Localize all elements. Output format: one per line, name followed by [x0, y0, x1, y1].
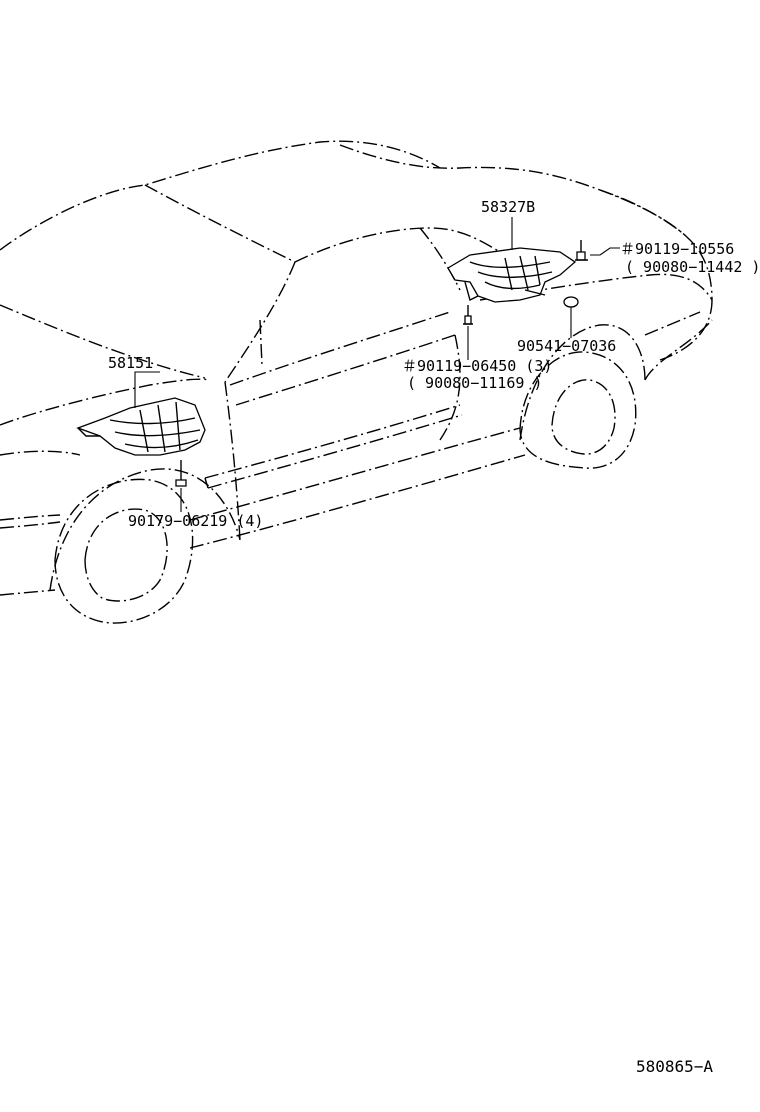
bolt-middle-icon [463, 305, 473, 325]
label-bolt-90119-10556: ＃90119−10556 [620, 240, 734, 258]
label-bolt-90080-11169: ( 90080−11169 ) [407, 374, 542, 392]
label-58151: 58151 [108, 354, 153, 372]
leader-lines [134, 217, 620, 512]
insulator-front-part [76, 397, 206, 456]
label-bolt-90119-06450: ＃90119−06450 (3) [402, 357, 552, 375]
clip-right-icon [563, 296, 579, 308]
clip-front-icon [175, 460, 187, 487]
label-58327b: 58327B [481, 198, 535, 216]
label-bolt-90080-11442: ( 90080−11442 ) [625, 258, 760, 276]
diagram-reference-number: 580865−A [636, 1057, 713, 1076]
label-clip-90179-06219: 90179−06219 (4) [128, 512, 263, 530]
insulator-rear-part [447, 247, 577, 303]
car-body-outline [0, 140, 713, 624]
label-clip-90541-07036: 90541−07036 [517, 337, 616, 355]
bolt-top-icon [575, 240, 588, 261]
